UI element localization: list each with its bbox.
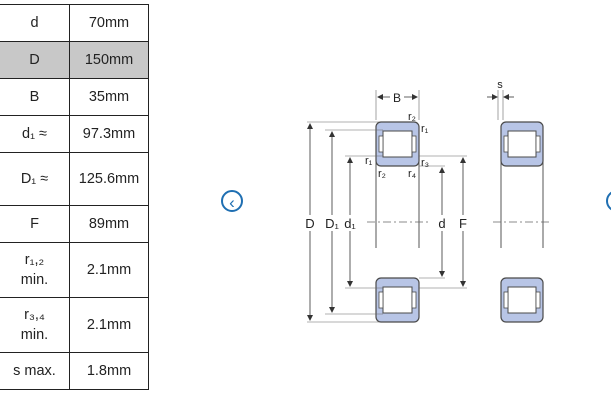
spec-value: 89mm <box>69 205 149 243</box>
spec-key: d₁ ≈ <box>0 115 70 153</box>
label-d: d <box>438 216 445 231</box>
spec-value: 125.6mm <box>69 152 149 206</box>
spec-row-r34: r₃,₄ min. 2.1mm <box>0 297 149 353</box>
label-r4: r₄ <box>408 168 417 180</box>
spec-key: D <box>0 41 70 79</box>
spec-row-s: s max.1.8mm <box>0 352 149 390</box>
spec-key: s max. <box>0 352 70 390</box>
spec-value: 2.1mm <box>69 297 149 353</box>
spec-key-line2: min. <box>20 272 49 288</box>
label-r2-bottom: r₂ <box>378 168 386 180</box>
spec-key: F <box>0 205 70 243</box>
bearing-dimension-drawing: D D₁ d₁ d F B r₂ r₁ r₁ r₂ r₃ r₄ <box>303 79 551 323</box>
spec-value: 150mm <box>69 41 149 79</box>
spec-key-line1: r₃,₄ <box>24 307 45 323</box>
chevron-left-icon: ‹ <box>229 193 235 212</box>
label-F: F <box>459 216 467 231</box>
spec-key: r₁,₂ min. <box>0 242 70 298</box>
bottom-ring-section <box>375 277 420 323</box>
label-r3: r₃ <box>421 157 429 169</box>
spec-value: 70mm <box>69 4 149 42</box>
spec-row-d1: d₁ ≈97.3mm <box>0 115 149 153</box>
spec-value: 2.1mm <box>69 242 149 298</box>
bearing-side-view: s <box>487 79 551 323</box>
label-r2-top: r₂ <box>408 111 416 123</box>
spec-key: D₁ ≈ <box>0 152 70 206</box>
spec-value: 97.3mm <box>69 115 149 153</box>
spec-key: B <box>0 78 70 116</box>
label-r1-top: r₁ <box>421 123 429 135</box>
side-top-section <box>500 121 544 167</box>
label-D1: D₁ <box>325 216 339 231</box>
spec-key: d <box>0 4 70 42</box>
spec-key-line1: r₁,₂ <box>24 252 45 268</box>
label-D: D <box>305 216 314 231</box>
label-s: s <box>497 79 503 91</box>
spec-row-r12: r₁,₂ min. 2.1mm <box>0 242 149 298</box>
spec-row-D1: D₁ ≈125.6mm <box>0 152 149 206</box>
bearing-cross-section: D D₁ d₁ d F B r₂ r₁ r₁ r₂ r₃ r₄ <box>303 89 470 323</box>
side-bottom-section <box>500 277 544 323</box>
spec-key-line2: min. <box>20 327 49 343</box>
top-ring-section <box>375 121 420 167</box>
spec-value: 35mm <box>69 78 149 116</box>
carousel-next-button[interactable]: › <box>606 190 611 212</box>
label-B: B <box>393 91 401 105</box>
spec-value: 1.8mm <box>69 352 149 390</box>
spec-key: r₃,₄ min. <box>0 297 70 353</box>
label-d1: d₁ <box>344 216 356 231</box>
carousel-prev-button[interactable]: ‹ <box>221 190 243 212</box>
label-r1-left: r₁ <box>365 155 373 167</box>
